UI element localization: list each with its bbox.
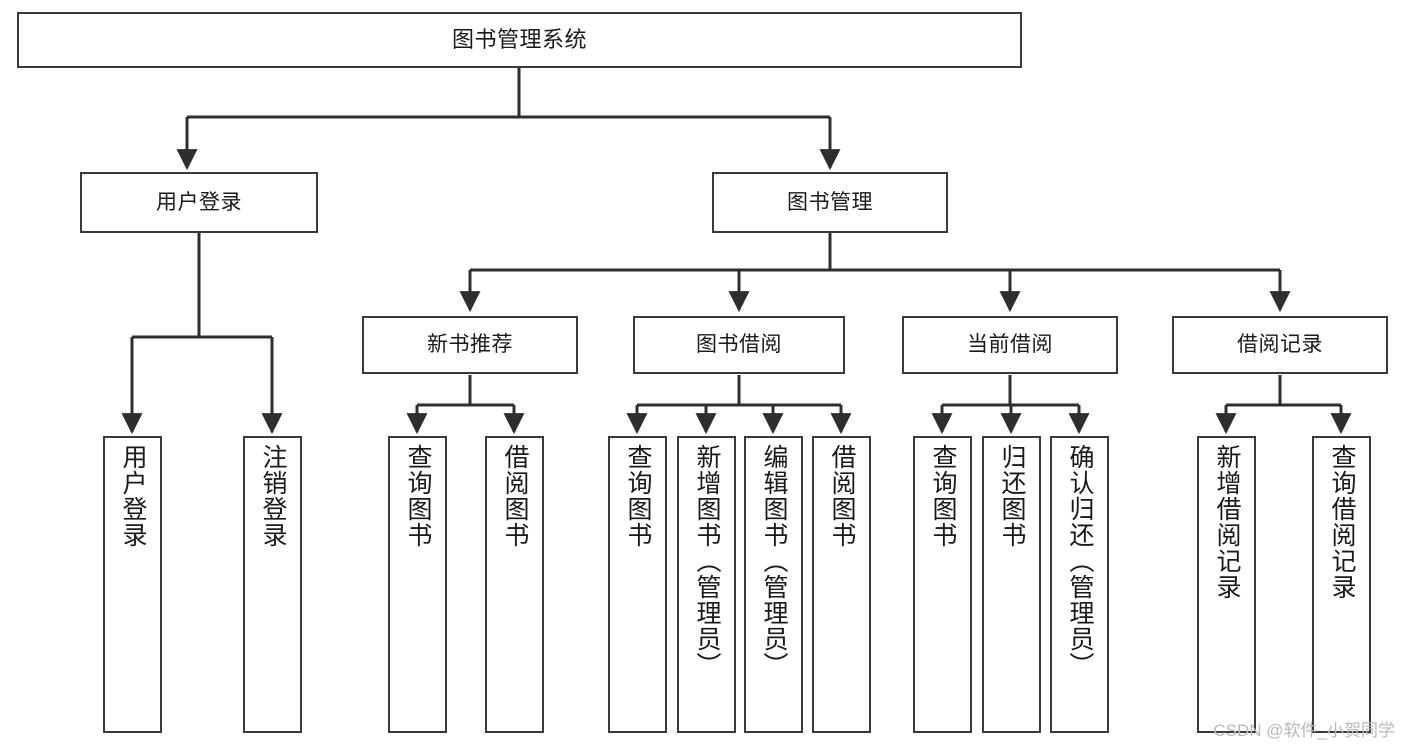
- leaf-confirm-return-admin[interactable]: 确认归还（管理员）: [1050, 436, 1109, 733]
- node-label: 当前借阅: [967, 333, 1053, 357]
- node-label: 借阅记录: [1237, 333, 1323, 357]
- node-label: 确认归还（管理员）: [1066, 444, 1094, 678]
- node-label: 查询借阅记录: [1328, 444, 1356, 600]
- node-root-system[interactable]: 图书管理系统: [17, 12, 1022, 68]
- leaf-edit-book-admin[interactable]: 编辑图书（管理员）: [744, 436, 803, 733]
- node-label: 借阅图书: [828, 444, 856, 548]
- node-label: 查询图书: [404, 444, 432, 548]
- node-user-login[interactable]: 用户登录: [80, 172, 318, 233]
- node-label: 用户登录: [119, 444, 147, 548]
- node-label: 新书推荐: [427, 333, 513, 357]
- node-label: 新增借阅记录: [1213, 444, 1241, 600]
- leaf-add-book-admin[interactable]: 新增图书（管理员）: [677, 436, 736, 733]
- node-label: 图书管理系统: [451, 26, 587, 52]
- node-book-borrow[interactable]: 图书借阅: [633, 316, 845, 374]
- node-new-book-recommendation[interactable]: 新书推荐: [362, 316, 578, 374]
- node-label: 注销登录: [259, 444, 287, 548]
- node-label: 新增图书（管理员）: [693, 444, 721, 678]
- leaf-borrow-book-recommendation[interactable]: 借阅图书: [485, 436, 544, 733]
- leaf-return-book[interactable]: 归还图书: [982, 436, 1041, 733]
- leaf-user-login[interactable]: 用户登录: [103, 436, 162, 733]
- leaf-borrow-book[interactable]: 借阅图书: [812, 436, 871, 733]
- leaf-query-book-current[interactable]: 查询图书: [913, 436, 972, 733]
- node-label: 借阅图书: [501, 444, 529, 548]
- csdn-watermark: CSDN @软件_小贺同学: [1213, 721, 1395, 740]
- node-label: 图书借阅: [696, 333, 782, 357]
- node-borrow-record[interactable]: 借阅记录: [1172, 316, 1388, 374]
- leaf-add-borrow-record[interactable]: 新增借阅记录: [1197, 436, 1256, 733]
- node-book-manage[interactable]: 图书管理: [712, 172, 948, 233]
- node-label: 归还图书: [998, 444, 1026, 548]
- node-label: 查询图书: [929, 444, 957, 548]
- leaf-query-borrow-record[interactable]: 查询借阅记录: [1312, 436, 1371, 733]
- leaf-query-book-recommendation[interactable]: 查询图书: [388, 436, 447, 733]
- node-label: 查询图书: [624, 444, 652, 548]
- node-current-borrow[interactable]: 当前借阅: [902, 316, 1118, 374]
- node-label: 用户登录: [156, 190, 242, 214]
- node-label: 图书管理: [787, 190, 873, 214]
- leaf-query-book-borrow[interactable]: 查询图书: [608, 436, 667, 733]
- node-label: 编辑图书（管理员）: [760, 444, 788, 678]
- leaf-logout[interactable]: 注销登录: [243, 436, 302, 733]
